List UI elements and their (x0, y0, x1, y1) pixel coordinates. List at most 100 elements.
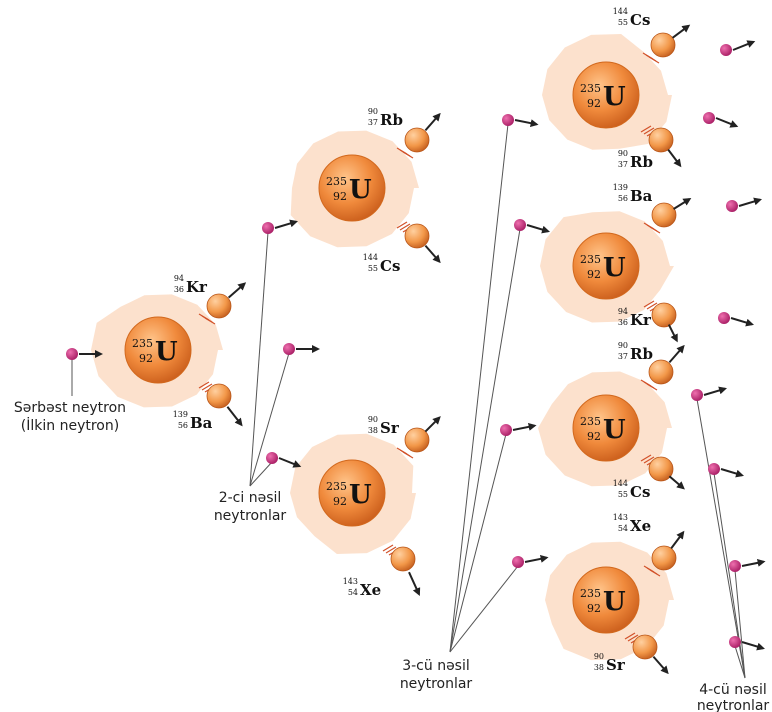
heat-mark (204, 317, 216, 325)
uranium-mass-number: 235 (580, 415, 601, 428)
uranium-atomic-number: 92 (587, 602, 601, 615)
fragment-atomic-number: 56 (178, 421, 188, 430)
neutron-dot-icon (703, 112, 739, 128)
gen3-label: 3-cü nəsil neytronlar (400, 658, 473, 692)
fragment-symbol: Rb (380, 111, 403, 129)
fragment-atomic-number: 36 (618, 318, 628, 327)
neutron-dot-icon (514, 219, 550, 234)
fragment-atomic-number: 55 (618, 18, 628, 27)
gen2-label-line2: neytronlar (214, 508, 287, 524)
fission-fragment-icon (404, 223, 430, 249)
fission-fragment-icon (206, 383, 232, 409)
heat-mark (402, 451, 414, 459)
fission-fragment-icon (632, 634, 658, 660)
fragment-mass-number: 139 (613, 183, 628, 192)
fragment-atomic-number: 37 (618, 352, 628, 361)
fragment-mass-number: 144 (613, 7, 628, 16)
fragment-symbol: Cs (380, 257, 400, 275)
uranium-mass-number: 235 (580, 587, 601, 600)
fragment-arrow (424, 416, 441, 433)
fragment-symbol: Ba (630, 187, 653, 205)
heat-mark (624, 632, 636, 640)
fission-fragment-icon (648, 359, 674, 385)
heat-mark (649, 226, 661, 234)
fragment-mass-number: 90 (594, 652, 604, 661)
heat-mark (627, 634, 639, 642)
fragment-atomic-number: 55 (368, 264, 378, 273)
neutron-dot-icon (729, 636, 765, 651)
uranium-mass-number: 235 (326, 480, 347, 493)
uranium-mass-number: 235 (580, 253, 601, 266)
uranium-symbol: U (603, 587, 626, 617)
uranium-atomic-number: 92 (587, 97, 601, 110)
neutron-dot-icon (726, 197, 762, 212)
gen3-label-line2: neytronlar (400, 676, 473, 692)
fragment-mass-number: 90 (618, 149, 628, 158)
fragment-atomic-number: 54 (348, 588, 358, 597)
fragment-arrow (424, 112, 441, 132)
free-neutron-label-line2: (İlkin neytron) (21, 416, 119, 434)
neutron-dot-icon (718, 312, 754, 327)
connector-line (449, 565, 519, 653)
fission-fragment-icon (404, 427, 430, 453)
fragment-mass-number: 90 (618, 341, 628, 350)
fragment-arrow (667, 324, 678, 343)
generation-connector-lines (71, 123, 746, 679)
fragment-symbol: Xe (630, 517, 651, 535)
neutron-dot-icon (66, 348, 103, 360)
gen4-label: 4-cü nəsil neytronlar (697, 682, 770, 712)
uranium-atomic-number: 92 (587, 430, 601, 443)
neutron-dot-icon (720, 40, 756, 56)
gen3-label-line1: 3-cü nəsil (402, 658, 470, 674)
fission-fragment-icon (650, 32, 676, 58)
connector-line (449, 123, 509, 653)
fragment-arrow (227, 282, 247, 299)
fragment-atomic-number: 36 (174, 285, 184, 294)
neutron-dot-icon (512, 554, 549, 568)
connector-line (449, 228, 521, 653)
fragment-symbol: Rb (630, 345, 653, 363)
fragment-arrow (671, 24, 691, 39)
fragment-mass-number: 144 (363, 253, 378, 262)
fission-fragment-icon (651, 302, 677, 328)
heat-mark (646, 302, 658, 310)
uranium-symbol: U (603, 415, 626, 445)
uranium-symbol: U (349, 480, 372, 510)
fragment-arrow (226, 406, 243, 427)
fission-fragment-icon (651, 202, 677, 228)
neutron-dot-icon (502, 114, 539, 128)
uranium-symbol: U (603, 253, 626, 283)
uranium-atomic-number: 92 (333, 495, 347, 508)
neutron-dot-icon (729, 558, 766, 572)
heat-mark (399, 223, 411, 231)
gen4-label-line1: 4-cü nəsil (699, 682, 767, 698)
connector-line (249, 461, 273, 487)
heat-mark (201, 383, 213, 391)
neutron-dot-icon (266, 452, 302, 468)
fragment-symbol: Sr (380, 419, 400, 437)
connector-line (449, 433, 507, 653)
free-neutron-label: Sərbəst neytron (İlkin neytron) (14, 400, 126, 434)
fragment-arrow (424, 244, 441, 264)
fragment-mass-number: 143 (613, 513, 628, 522)
fission-fragment-icon (390, 546, 416, 572)
fission-fragment-icon (648, 456, 674, 482)
fragment-symbol: Kr (630, 311, 652, 329)
connector-line (713, 472, 746, 679)
neutron-dot-icon (708, 463, 744, 478)
heat-mark (385, 546, 397, 554)
uranium-mass-number: 235 (326, 175, 347, 188)
fragment-mass-number: 94 (174, 274, 184, 283)
